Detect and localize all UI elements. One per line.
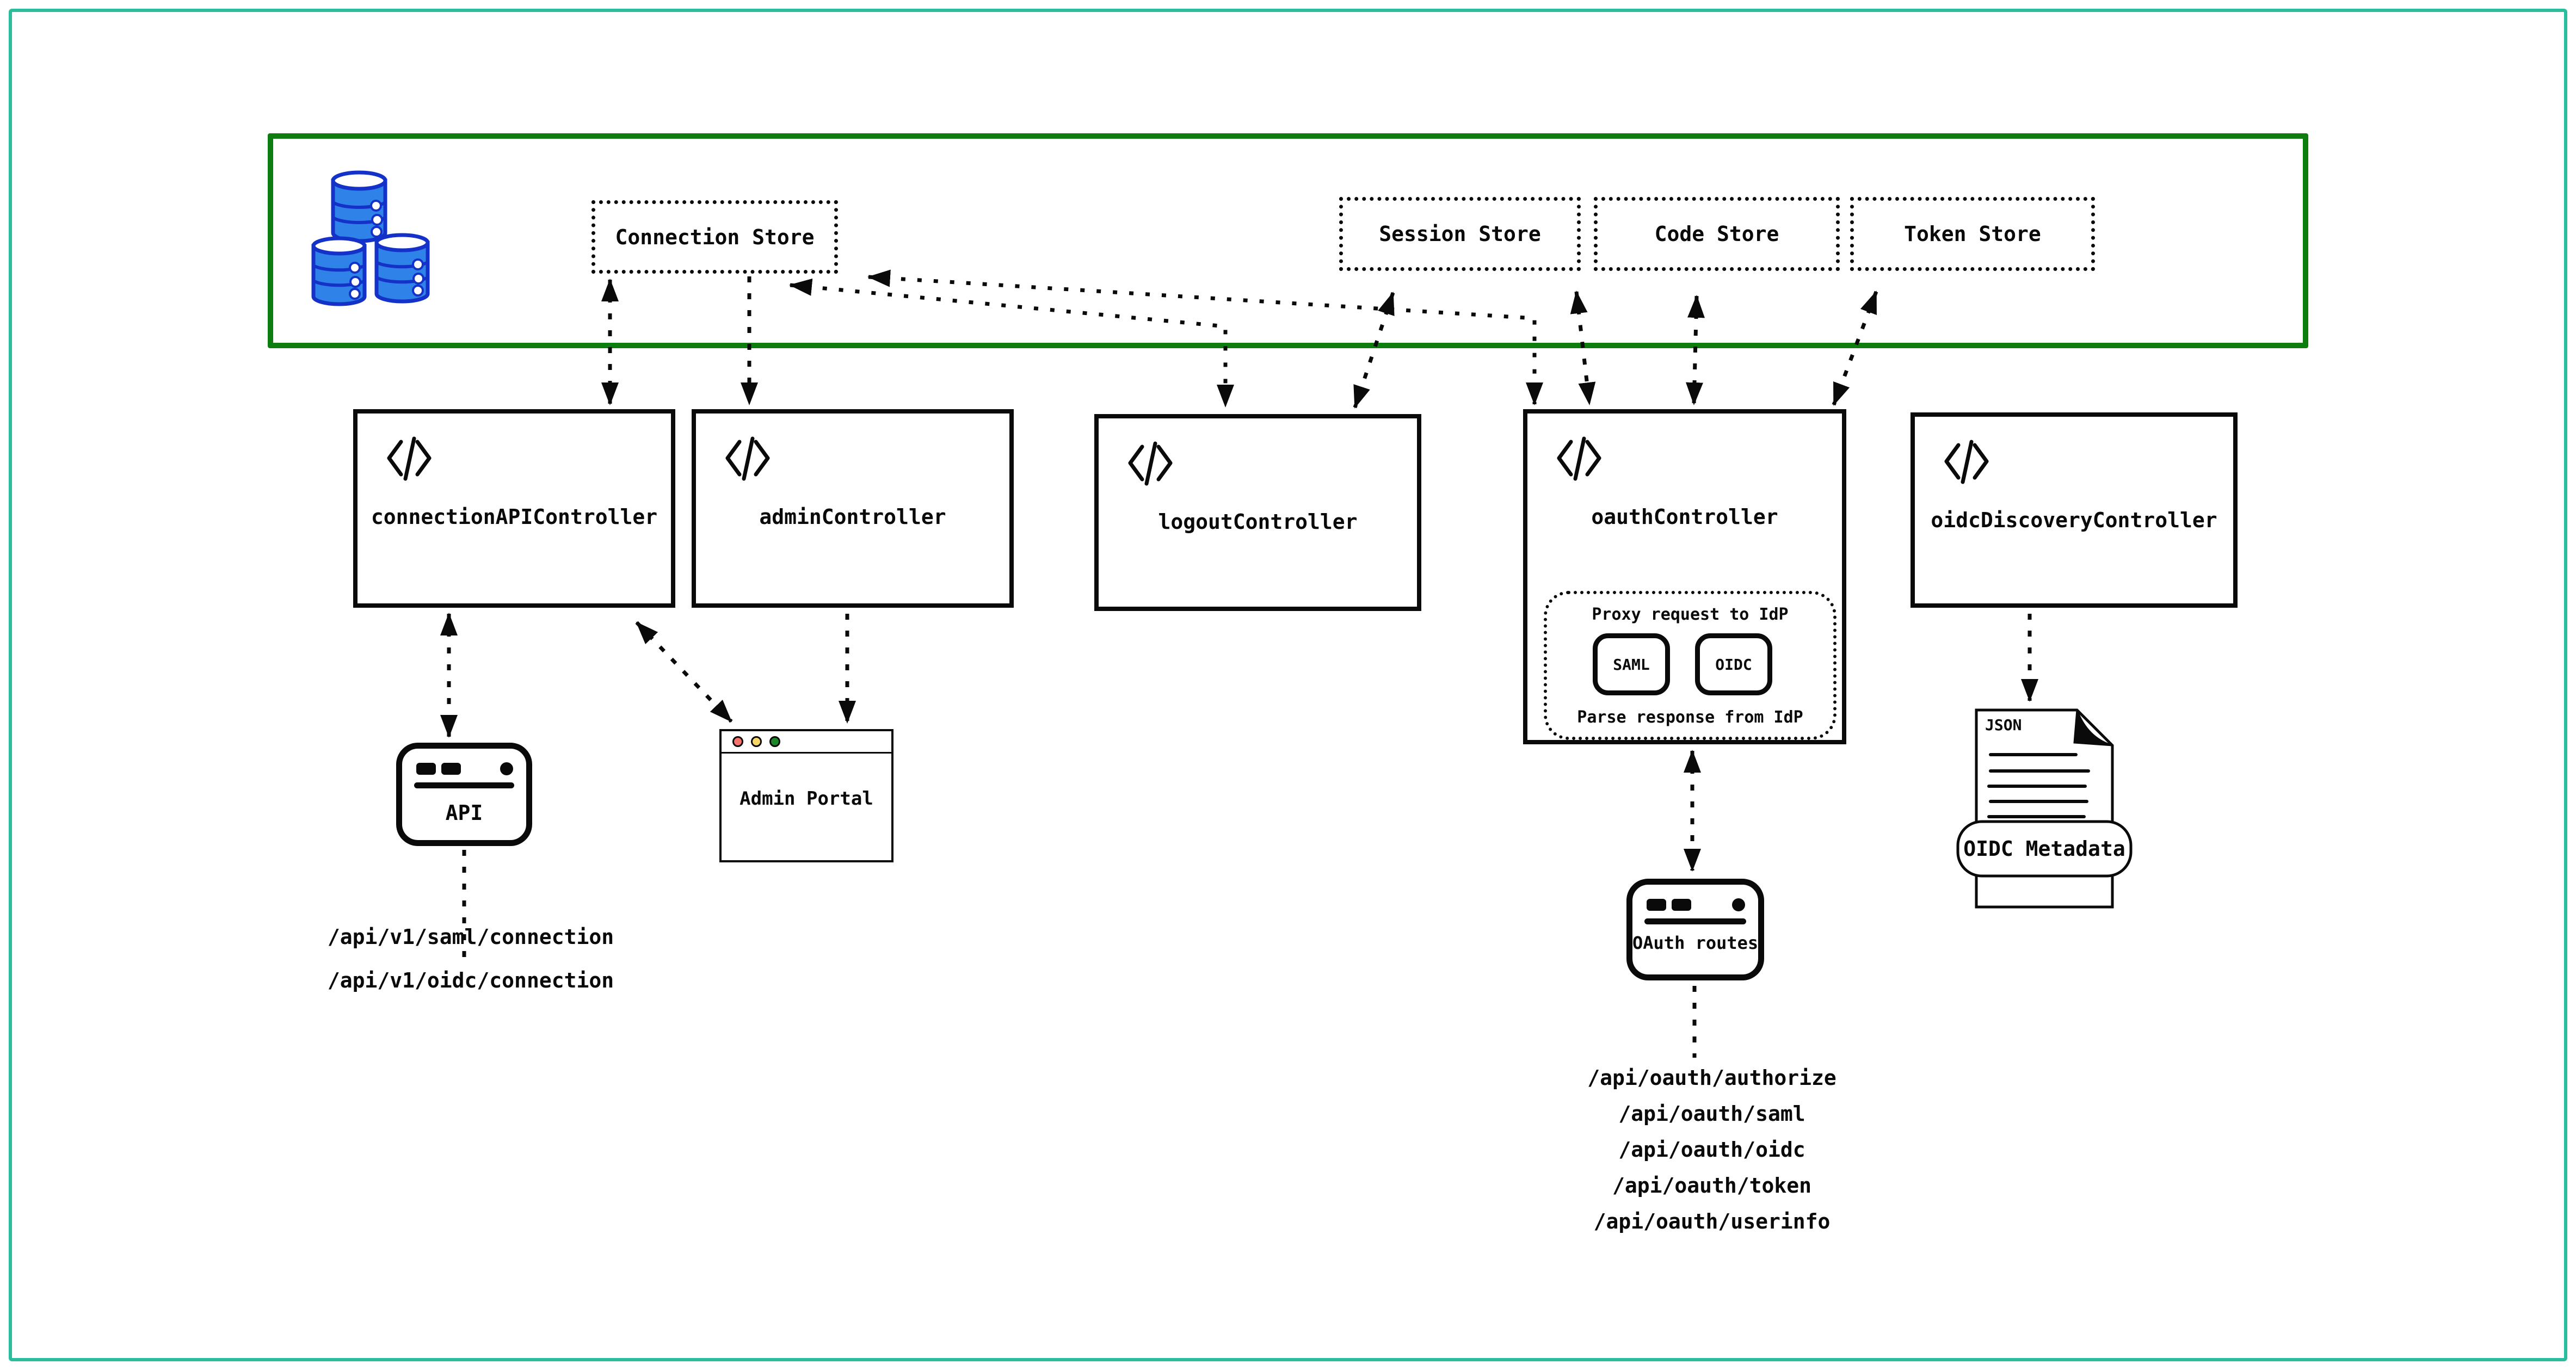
saml-label: SAML [1613, 655, 1650, 674]
code-icon [1944, 440, 1989, 484]
saml-chip: SAML [1593, 633, 1670, 695]
traffic-light-red-icon [732, 736, 743, 747]
oidc-metadata-label: OIDC Metadata [1963, 837, 2125, 861]
admin-portal-label: Admin Portal [739, 788, 873, 810]
oidc-discovery-controller-box: oidcDiscoveryController [1911, 412, 2238, 608]
endpoint-path: /api/v1/saml/connection [327, 925, 614, 949]
admin-portal-window: Admin Portal [719, 729, 893, 862]
page-fold-icon [2073, 709, 2113, 746]
admin-controller-label: adminController [759, 505, 946, 529]
oidc-label: OIDC [1715, 655, 1752, 674]
oidc-discovery-controller-label: oidcDiscoveryController [1931, 508, 2217, 532]
oauth-controller-box: oauthController Proxy request to IdP SAM… [1523, 409, 1846, 744]
window-dot-icon [500, 762, 513, 775]
code-icon [1128, 441, 1173, 486]
connection-api-controller-label: connectionAPIController [371, 505, 658, 529]
idp-proxy-box: Proxy request to IdP SAML OIDC Parse res… [1544, 591, 1837, 740]
endpoint-path: /api/oauth/saml [1618, 1102, 1805, 1126]
traffic-light-green-icon [769, 736, 780, 747]
parse-response-label: Parse response from IdP [1577, 708, 1803, 727]
connection-api-controller-box: connectionAPIController [353, 409, 675, 608]
oauth-routes-label: OAuth routes [1632, 933, 1759, 953]
window-button-icon [441, 763, 461, 775]
window-button-icon [1647, 899, 1666, 911]
window-toolbar-icon [1644, 918, 1746, 924]
traffic-light-yellow-icon [751, 736, 762, 747]
proxy-request-label: Proxy request to IdP [1592, 605, 1789, 624]
code-store-label: Code Store [1654, 222, 1779, 246]
session-store-label: Session Store [1379, 222, 1541, 246]
metadata-banner [1956, 820, 2133, 878]
code-icon [387, 436, 432, 481]
oauth-endpoint-list: /api/oauth/authorize /api/oauth/saml /ap… [1521, 1060, 1902, 1239]
canvas-frame [9, 9, 2567, 1361]
oauth-routes-window-icon: OAuth routes [1626, 879, 1764, 980]
window-toolbar-icon [414, 782, 514, 788]
window-button-icon [1672, 899, 1691, 911]
window-titlebar [722, 731, 891, 754]
token-store-box: Token Store [1850, 197, 2095, 271]
session-store-box: Session Store [1339, 197, 1581, 271]
database-cylinder-left [311, 236, 367, 306]
database-stack-icon [311, 170, 430, 306]
api-endpoint-list: /api/v1/saml/connection /api/v1/oidc/con… [267, 915, 675, 1002]
logout-controller-box: logoutController [1094, 414, 1421, 611]
admin-controller-box: adminController [692, 409, 1014, 608]
logout-controller-label: logoutController [1158, 510, 1358, 534]
database-cylinder-top [331, 170, 387, 243]
endpoint-path: /api/v1/oidc/connection [327, 968, 614, 992]
endpoint-path: /api/oauth/token [1612, 1174, 1812, 1198]
endpoint-path: /api/oauth/oidc [1618, 1138, 1805, 1162]
window-button-icon [416, 763, 436, 775]
token-store-label: Token Store [1904, 222, 2041, 246]
api-window-icon: API [396, 743, 532, 846]
endpoint-path: /api/oauth/authorize [1587, 1066, 1837, 1090]
database-cylinder-right [374, 233, 430, 304]
api-label: API [445, 801, 483, 825]
oauth-controller-label: oauthController [1591, 505, 1778, 529]
window-dot-icon [1732, 898, 1745, 911]
connection-store-label: Connection Store [615, 225, 815, 249]
endpoint-path: /api/oauth/userinfo [1593, 1209, 1831, 1233]
oidc-chip: OIDC [1695, 633, 1772, 695]
connection-store-box: Connection Store [591, 200, 838, 274]
json-tag-label: JSON [1985, 716, 2022, 734]
code-icon [725, 436, 770, 481]
oidc-metadata-document-icon [1956, 708, 2133, 909]
code-icon [1557, 436, 1601, 481]
code-store-box: Code Store [1594, 197, 1840, 271]
